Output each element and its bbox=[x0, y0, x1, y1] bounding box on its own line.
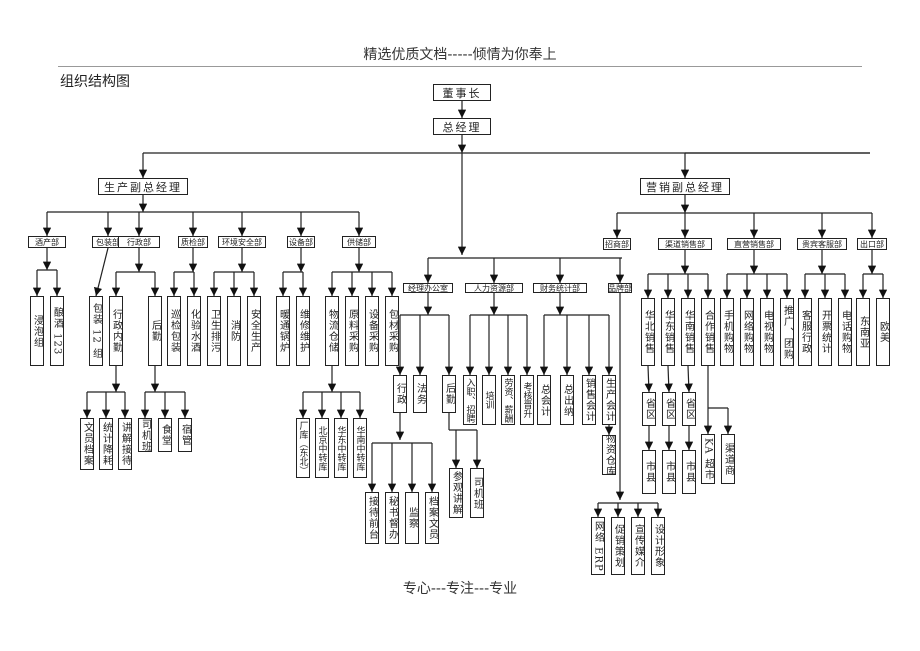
node-dept: 财务统计部 bbox=[533, 283, 587, 293]
node-unit: 促销策划 bbox=[611, 517, 625, 575]
node-unit: 文员档案 bbox=[80, 418, 94, 470]
node-unit: 劳资、薪酬 bbox=[501, 375, 515, 425]
node-unit: 设计形象 bbox=[651, 517, 665, 575]
node-unit: 网络购物 bbox=[740, 298, 754, 366]
node-unit: 统计降耗 bbox=[99, 418, 113, 470]
node-unit: 司机班 bbox=[470, 468, 484, 518]
document-footer: 专心---专注---专业 bbox=[402, 581, 518, 597]
node-unit: 设备采购 bbox=[365, 296, 379, 366]
connector-branch bbox=[664, 365, 673, 393]
node-unit: 后勤 bbox=[148, 296, 162, 366]
node-unit: 司机班 bbox=[138, 418, 152, 452]
node-dept: 直营销售部 bbox=[727, 238, 781, 250]
node-unit: 渠道商 bbox=[721, 434, 735, 484]
node-unit: 秘书督办 bbox=[385, 492, 399, 544]
node-unit: 食堂 bbox=[158, 418, 172, 452]
node-unit: 监察 bbox=[405, 492, 419, 544]
node-unit: 推广、团购 bbox=[780, 298, 794, 366]
node-unit: 省区 bbox=[642, 392, 656, 426]
node-dept: 供储部 bbox=[342, 236, 376, 248]
node-unit: 考核晋升 bbox=[520, 375, 534, 425]
node-unit: 消防 bbox=[227, 296, 241, 366]
node-unit: 手机购物 bbox=[720, 298, 734, 366]
node-unit: 开票统计 bbox=[818, 298, 832, 366]
node-unit: 市县 bbox=[662, 450, 676, 494]
node-unit: 总出纳 bbox=[560, 375, 574, 425]
node-unit: 后勤 bbox=[442, 375, 456, 413]
node-unit: 厂库（东北） bbox=[296, 418, 310, 478]
node-unit: 华东销售 bbox=[661, 298, 675, 366]
node-unit: 华南中转库 bbox=[353, 418, 367, 478]
node-production-vp: 生产副总经理 bbox=[98, 178, 188, 195]
connector-branch bbox=[644, 365, 653, 393]
node-unit: 法务 bbox=[413, 375, 427, 413]
node-unit: 参观讲解 bbox=[449, 468, 463, 518]
node-unit: 入职、招聘 bbox=[463, 375, 477, 425]
node-dept: 人力资源部 bbox=[465, 283, 523, 293]
node-unit: 卫生排污 bbox=[207, 296, 221, 366]
node-chairman: 董事长 bbox=[433, 84, 491, 101]
node-unit: 浸泡组 bbox=[30, 296, 44, 366]
node-dept: 包装部 bbox=[92, 236, 124, 248]
node-dept: 质检部 bbox=[178, 236, 208, 248]
node-unit: 宣传媒介 bbox=[631, 517, 645, 575]
node-unit: 华东中转库 bbox=[334, 418, 348, 478]
node-unit: 讲解接待 bbox=[118, 418, 132, 470]
node-unit: 培训 bbox=[482, 375, 496, 425]
node-dept: 酒产部 bbox=[28, 236, 66, 248]
node-unit: 华北销售 bbox=[641, 298, 655, 366]
page-title: 组织结构图 bbox=[60, 74, 130, 90]
node-unit: 网络 ERP bbox=[591, 517, 605, 575]
node-unit: 合作销售 bbox=[701, 298, 715, 366]
node-unit: 生产会计 bbox=[602, 375, 616, 425]
node-dept: 行政部 bbox=[118, 236, 160, 248]
node-unit: 接待前台 bbox=[365, 492, 379, 544]
node-unit: 物流仓储 bbox=[325, 296, 339, 366]
node-unit: 安全生产 bbox=[247, 296, 261, 366]
node-unit: 东南亚 bbox=[856, 298, 870, 366]
node-unit: 维修维护 bbox=[296, 296, 310, 366]
node-unit: 省区 bbox=[682, 392, 696, 426]
node-unit: 暖通锅炉 bbox=[276, 296, 290, 366]
node-unit: 包材采购 bbox=[385, 296, 399, 366]
node-unit: 物资仓库 bbox=[602, 435, 616, 475]
node-unit: 酿酒 123 bbox=[50, 296, 64, 366]
node-unit: 电视购物 bbox=[760, 298, 774, 366]
node-unit: 宿管 bbox=[178, 418, 192, 452]
node-marketing-vp: 营销副总经理 bbox=[640, 178, 730, 195]
node-unit: 化验水酒 bbox=[187, 296, 201, 366]
node-unit: 市县 bbox=[682, 450, 696, 494]
node-dept: 品牌部 bbox=[608, 283, 632, 293]
node-unit: 巡检包装 bbox=[167, 296, 181, 366]
node-dept: 出口部 bbox=[857, 238, 887, 250]
node-general-manager: 总经理 bbox=[433, 118, 491, 135]
node-unit: 销售会计 bbox=[582, 375, 596, 425]
node-dept: 招商部 bbox=[603, 238, 631, 250]
node-unit: 省区 bbox=[662, 392, 676, 426]
node-unit: 北京中转库 bbox=[315, 418, 329, 478]
node-dept: 经理办公室 bbox=[403, 283, 453, 293]
node-unit: 档案文员 bbox=[425, 492, 439, 544]
document-header: 精选优质文档-----倾情为你奉上 bbox=[363, 47, 557, 63]
connector-branch bbox=[93, 247, 109, 297]
node-unit: 行政内勤 bbox=[109, 296, 123, 366]
node-unit: 总会计 bbox=[537, 375, 551, 425]
node-dept: 渠道销售部 bbox=[658, 238, 712, 250]
node-unit: 市县 bbox=[642, 450, 656, 494]
node-unit: 客服行政 bbox=[798, 298, 812, 366]
node-unit: 电话购物 bbox=[838, 298, 852, 366]
connector-branch bbox=[684, 365, 693, 393]
node-unit: 欧美 bbox=[876, 298, 890, 366]
node-dept: 设备部 bbox=[287, 236, 315, 248]
node-unit: 包装 12 组 bbox=[89, 296, 103, 366]
header-divider bbox=[58, 66, 862, 67]
node-unit: 华南销售 bbox=[681, 298, 695, 366]
node-dept: 环境安全部 bbox=[218, 236, 266, 248]
node-unit: KA 超市 bbox=[701, 434, 715, 484]
node-dept: 贵宾客服部 bbox=[797, 238, 847, 250]
node-unit: 行政 bbox=[393, 375, 407, 413]
node-unit: 原料采购 bbox=[345, 296, 359, 366]
